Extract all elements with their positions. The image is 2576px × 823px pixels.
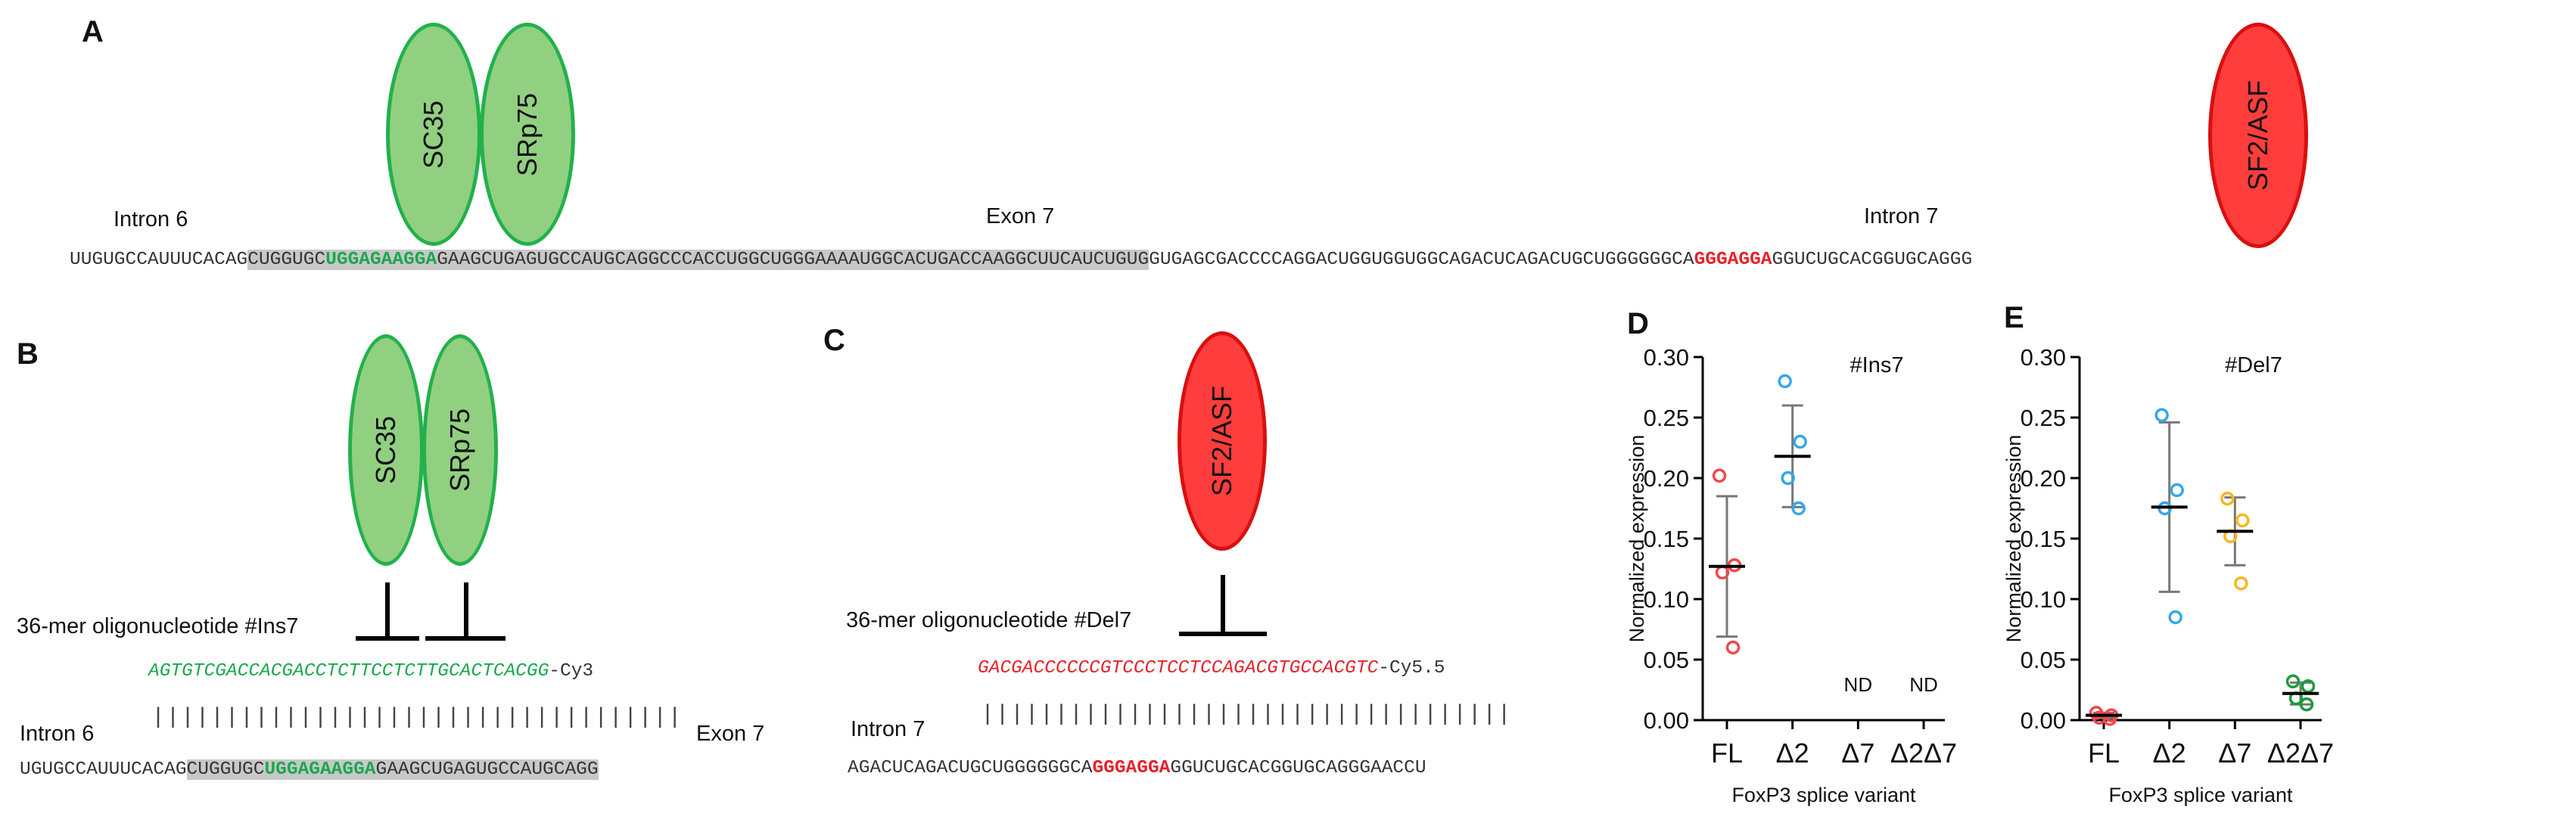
y-tick-label: 0.30	[1644, 344, 1689, 371]
intron7-label-c: Intron 7	[851, 717, 926, 741]
not-detected-label: ND	[1909, 673, 1938, 696]
x-axis-label: FoxP3 splice variant	[1731, 784, 1916, 806]
data-point	[2235, 513, 2250, 528]
x-tick-label: Δ2Δ7	[1890, 738, 1957, 769]
y-tick-label: 0.00	[1644, 707, 1689, 734]
y-tick-label: 0.30	[2021, 344, 2066, 371]
intron6-label-b: Intron 6	[20, 722, 95, 746]
panel-label-b: B	[17, 337, 39, 371]
x-tick-label: Δ2	[1776, 738, 1809, 769]
oligo-label-ins7: 36-mer oligonucleotide #Ins7	[17, 614, 299, 638]
panel-label-d: D	[1627, 307, 1649, 340]
sc35-protein-ellipse: SC35	[386, 23, 481, 246]
inhibition-symbols-b	[356, 582, 506, 641]
panel-c-sequence: AGACUCAGACUGCUGGGGGGCAGGGAGGAGGUCUGCACGG…	[848, 758, 1426, 778]
base-pairing-ticks-b: ||||||||||||||||||||||||||||||||||||	[151, 705, 683, 731]
panel-label-e: E	[2004, 301, 2024, 334]
inhibition-symbol-c	[1179, 575, 1267, 636]
y-tick-label: 0.25	[1644, 405, 1689, 431]
oligo-sequence-del7: GACGACCCCCCGTCCCTCCTCCAGACGTGCCACGTC-Cy5…	[978, 658, 1445, 679]
panel-a-sequence: UUGUGCCAUUUCACAGCUGGUGCUGGAGAAGGAGAAGCUG…	[70, 250, 1973, 270]
y-tick-label: 0.20	[2021, 465, 2066, 492]
y-tick-label: 0.05	[1644, 647, 1689, 673]
data-point	[1791, 501, 1806, 516]
sf2asf-binding-motif: GGGAGGA	[1694, 250, 1772, 270]
chart-panel-e: #Del7 0.00 0.05 0.10 0.15 0.20 0.25 0.30Normali…	[2002, 344, 2334, 806]
srp75-protein-ellipse: SRp75	[480, 23, 575, 246]
chart-panel-d: #Ins7 0.00 0.05 0.10 0.15 0.20 0.25 0.30Normali…	[1626, 344, 1957, 806]
srp75-protein-ellipse-b: SRp75	[422, 334, 498, 566]
sc35-protein-ellipse-b: SC35	[348, 334, 424, 566]
panel-b-sequence: UGUGCCAUUUCACAGCUGGUGCUGGAGAAGGAGAAGCUGA…	[20, 759, 599, 780]
x-tick-label: Δ2	[2153, 738, 2186, 769]
chart-title: #Del7	[2225, 353, 2282, 377]
sf2asf-protein-ellipse-c: SF2/ASF	[1178, 331, 1267, 551]
panel-label-c: C	[823, 324, 845, 357]
data-point	[1725, 640, 1741, 655]
y-axis-label: Normalized expression	[1626, 435, 1648, 643]
data-point	[2301, 679, 2316, 694]
data-point	[2168, 610, 2182, 625]
data-point	[2220, 491, 2235, 506]
exon7-label-b: Exon 7	[696, 722, 765, 746]
x-tick-label: Δ7	[2218, 738, 2251, 769]
exon7-label: Exon 7	[986, 204, 1055, 228]
oligo-label-del7: 36-mer oligonucleotide #Del7	[846, 608, 1132, 632]
y-tick-label: 0.20	[1644, 465, 1689, 492]
panel-label-a: A	[82, 15, 104, 48]
intron7-label: Intron 7	[1864, 204, 1939, 228]
x-axis-label: FoxP3 splice variant	[2108, 784, 2293, 806]
data-point	[2102, 712, 2117, 726]
x-tick-label: Δ2Δ7	[2267, 738, 2334, 769]
data-point	[1712, 468, 1727, 483]
data-point	[1778, 374, 1792, 389]
data-point	[2285, 674, 2301, 689]
y-tick-label: 0.15	[1644, 526, 1689, 552]
base-pairing-ticks-c: ||||||||||||||||||||||||||||||||||||	[981, 702, 1513, 728]
chart-title: #Ins7	[1850, 353, 1904, 377]
x-tick-label: Δ7	[1841, 738, 1874, 769]
x-tick-label: FL	[2088, 738, 2120, 769]
data-point	[2299, 697, 2314, 712]
data-point	[2154, 408, 2169, 423]
data-point	[1793, 434, 1807, 449]
y-tick-label: 0.05	[2021, 647, 2066, 673]
y-tick-label: 0.25	[2021, 405, 2066, 431]
y-axis-label: Normalized expression	[2002, 435, 2025, 643]
y-tick-label: 0.10	[2021, 586, 2066, 613]
y-tick-label: 0.10	[1644, 586, 1689, 613]
not-detected-label: ND	[1844, 673, 1873, 696]
sf2asf-protein-ellipse: SF2/ASF	[2208, 23, 2308, 248]
data-point	[2234, 576, 2248, 591]
data-point	[1781, 471, 1795, 486]
x-tick-label: FL	[1711, 738, 1743, 769]
y-tick-label: 0.00	[2021, 707, 2066, 734]
oligo-sequence-ins7: AGTGTCGACCACGACCTCTTCCTCTTGCACTCACGG-Cy3	[148, 661, 594, 682]
sc35-srp75-binding-motif: UGGAGAAGGA	[325, 250, 437, 270]
data-point	[2170, 483, 2184, 498]
y-tick-label: 0.15	[2021, 526, 2066, 552]
intron6-label: Intron 6	[114, 207, 188, 231]
